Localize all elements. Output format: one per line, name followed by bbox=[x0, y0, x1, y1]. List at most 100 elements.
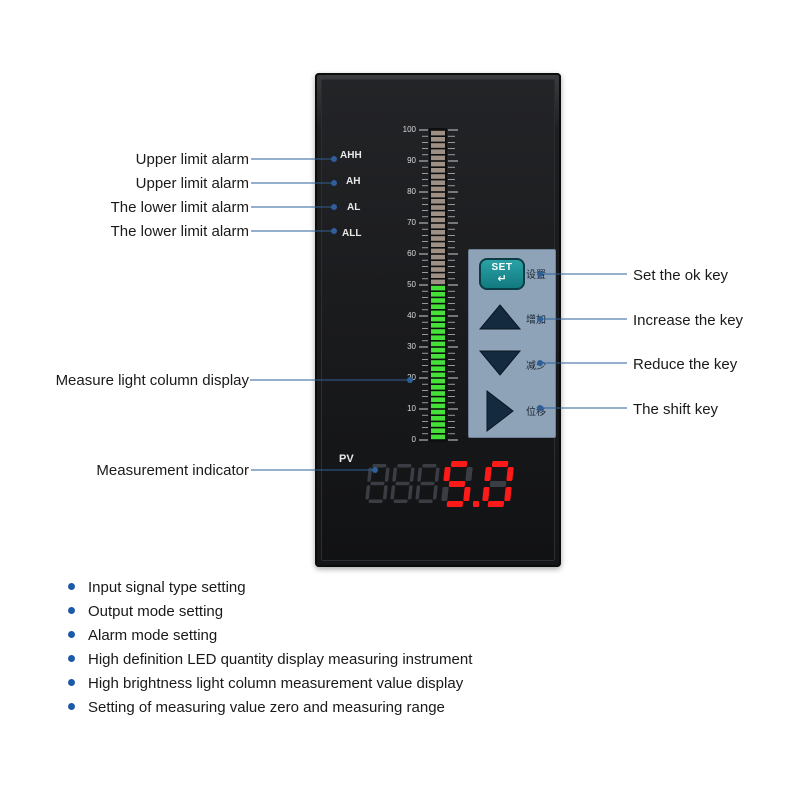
led-segment-unlit bbox=[489, 481, 507, 487]
bullet-icon bbox=[68, 606, 75, 614]
bargraph-segment-unlit bbox=[431, 199, 445, 204]
callout-increase-key: Increase the key bbox=[633, 312, 744, 329]
up-arrow-key-button[interactable] bbox=[478, 302, 522, 332]
bargraph-segment-unlit bbox=[431, 155, 445, 161]
led-segment-lit bbox=[397, 464, 412, 468]
led-segment-lit bbox=[372, 464, 387, 468]
bargraph-segment-lit bbox=[431, 329, 445, 334]
bargraph-segment-unlit bbox=[431, 180, 445, 185]
bargraph-segment-unlit bbox=[431, 174, 445, 179]
triangle-right-icon bbox=[486, 389, 514, 433]
bargraph-segment-lit bbox=[431, 347, 445, 353]
bargraph-segment-lit bbox=[431, 298, 445, 303]
callout-shift-key: The shift key bbox=[633, 401, 719, 418]
bargraph-segment-lit bbox=[431, 323, 445, 328]
bargraph-segment-lit bbox=[431, 316, 445, 322]
led-segment-lit bbox=[448, 481, 466, 487]
set-key-button[interactable]: SET ↵ bbox=[479, 258, 525, 290]
bargraph-segment-lit bbox=[431, 292, 445, 297]
bargraph-segment-unlit bbox=[431, 168, 445, 173]
led-segment-lit bbox=[415, 485, 421, 500]
led-segment-lit bbox=[409, 467, 415, 482]
callout-measurement-indicator: Measurement indicator bbox=[96, 462, 249, 479]
callout-upper-limit-alarm-ahh: Upper limit alarm bbox=[135, 151, 249, 168]
callout-lower-limit-alarm-all: The lower limit alarm bbox=[110, 223, 249, 240]
bullet-icon bbox=[68, 582, 75, 590]
scale-tick-label: 70 bbox=[407, 218, 416, 227]
led-segment-unlit bbox=[441, 487, 449, 501]
enter-icon: ↵ bbox=[497, 273, 507, 285]
bargraph-segment-unlit bbox=[431, 186, 445, 192]
scale-tick-label: 80 bbox=[407, 187, 416, 196]
bargraph-segment-lit bbox=[431, 285, 445, 291]
triangle-down-icon bbox=[478, 350, 522, 376]
callout-set-ok-key: Set the ok key bbox=[633, 267, 729, 284]
down-arrow-key-button[interactable] bbox=[478, 348, 522, 378]
bargraph-segment-unlit bbox=[431, 242, 445, 247]
led-segment-lit bbox=[504, 487, 512, 501]
bargraph-segment-lit bbox=[431, 422, 445, 427]
bargraph-segment-lit bbox=[431, 366, 445, 371]
led-segment-lit bbox=[463, 487, 471, 501]
bargraph-segment-unlit bbox=[431, 205, 445, 210]
alarm-tag-all: ALL bbox=[342, 228, 362, 239]
bargraph-segment-lit bbox=[431, 409, 445, 415]
bargraph-segment-unlit bbox=[431, 273, 445, 278]
scale-tick-label: 10 bbox=[407, 404, 416, 413]
led-segment-lit bbox=[365, 485, 371, 500]
bullet-icon bbox=[68, 702, 75, 710]
shift-arrow-key-button[interactable] bbox=[484, 389, 516, 433]
led-segment-lit bbox=[491, 461, 509, 467]
led-segment-lit bbox=[422, 464, 437, 468]
scale-tick-label: 30 bbox=[407, 342, 416, 351]
bargraph-segment-unlit bbox=[431, 217, 445, 223]
bargraph-segment-unlit bbox=[431, 279, 445, 285]
feature-item: High definition LED quantity display mea… bbox=[68, 651, 472, 668]
shift-key-cn-label: 位移 bbox=[526, 407, 546, 418]
bargraph-segment-unlit bbox=[431, 211, 445, 216]
led-segment-lit bbox=[506, 467, 514, 481]
set-key-cn-label: 设置 bbox=[526, 270, 546, 281]
bargraph-segment-unlit bbox=[431, 161, 445, 167]
feature-text: Output mode setting bbox=[88, 603, 224, 620]
bargraph-segment-lit bbox=[431, 397, 445, 402]
scale-tick-label: 90 bbox=[407, 156, 416, 165]
bargraph-segment-unlit bbox=[431, 261, 445, 266]
bargraph-segment-unlit bbox=[431, 137, 445, 142]
scale-tick-label: 0 bbox=[411, 435, 416, 444]
bargraph-segment-lit bbox=[431, 372, 445, 378]
bargraph-segment-lit bbox=[431, 341, 445, 347]
feature-item: Input signal type setting bbox=[68, 579, 246, 596]
callout-lower-limit-alarm-al: The lower limit alarm bbox=[110, 199, 249, 216]
led-segment-lit bbox=[384, 467, 390, 482]
bargraph-segment-lit bbox=[431, 360, 445, 365]
bargraph-segment-lit bbox=[431, 378, 445, 384]
callout-upper-limit-alarm-ah: Upper limit alarm bbox=[135, 175, 249, 192]
bargraph-segment-lit bbox=[431, 335, 445, 340]
led-segment-lit bbox=[370, 481, 385, 486]
up-key-cn-label: 增加 bbox=[526, 315, 546, 326]
feature-text: Setting of measuring value zero and meas… bbox=[88, 699, 445, 716]
bargraph-segment-unlit bbox=[431, 230, 445, 235]
feature-item: High brightness light column measurement… bbox=[68, 675, 463, 692]
bargraph-segment-lit bbox=[431, 416, 445, 421]
bargraph-segment-lit bbox=[431, 310, 445, 316]
feature-text: High brightness light column measurement… bbox=[88, 675, 464, 692]
feature-item: Setting of measuring value zero and meas… bbox=[68, 699, 445, 716]
bargraph-segment-unlit bbox=[431, 248, 445, 254]
led-segment-lit bbox=[390, 485, 396, 500]
bargraph-segment-lit bbox=[431, 304, 445, 309]
callout-measure-light-column: Measure light column display bbox=[55, 372, 249, 389]
alarm-tag-al: AL bbox=[347, 202, 361, 213]
bargraph-segment-lit bbox=[431, 354, 445, 359]
feature-item: Output mode setting bbox=[68, 603, 223, 620]
bargraph-segment-lit bbox=[431, 428, 445, 433]
triangle-up-icon bbox=[478, 304, 522, 330]
bargraph-segment-unlit bbox=[431, 254, 445, 260]
set-key-label: SET bbox=[491, 262, 513, 273]
bargraph-segment-lit bbox=[431, 391, 445, 396]
led-segment-lit bbox=[432, 485, 438, 500]
